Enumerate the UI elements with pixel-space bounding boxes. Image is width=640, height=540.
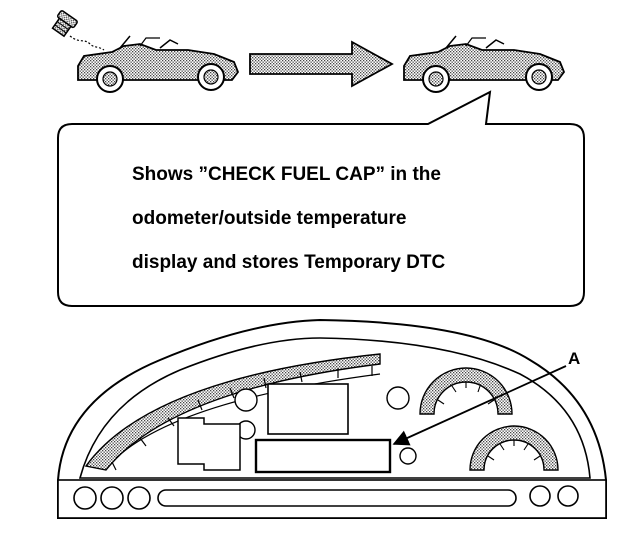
bottom-indicator-bar	[157, 489, 517, 507]
right-arrow-icon	[249, 40, 394, 88]
callout-text-line-1: Shows ”CHECK FUEL CAP” in the	[132, 164, 441, 185]
indicator-light	[399, 447, 417, 465]
temperature-gauge	[469, 425, 559, 471]
upper-indicator-lights	[234, 386, 410, 440]
callout-text-line-3: display and stores Temporary DTC	[132, 252, 446, 273]
center-display	[267, 383, 349, 435]
odometer-temperature-display	[254, 438, 392, 474]
convertible-car-right	[403, 35, 566, 93]
bottom-left-indicators	[73, 486, 151, 510]
pointer-a: A	[392, 349, 580, 446]
callout-text-line-2: odometer/outside temperature	[132, 208, 407, 229]
fuel-cap-icon	[51, 10, 105, 51]
instrument-cluster	[57, 318, 607, 519]
warning-light-panel	[177, 417, 241, 471]
callout-bubble: Shows ”CHECK FUEL CAP” in the odometer/o…	[57, 90, 585, 307]
fuel-gauge	[419, 367, 513, 415]
convertible-car-left	[77, 35, 240, 93]
bottom-right-indicators	[529, 485, 579, 507]
label-a: A	[568, 349, 580, 368]
tachometer-band	[84, 353, 381, 471]
